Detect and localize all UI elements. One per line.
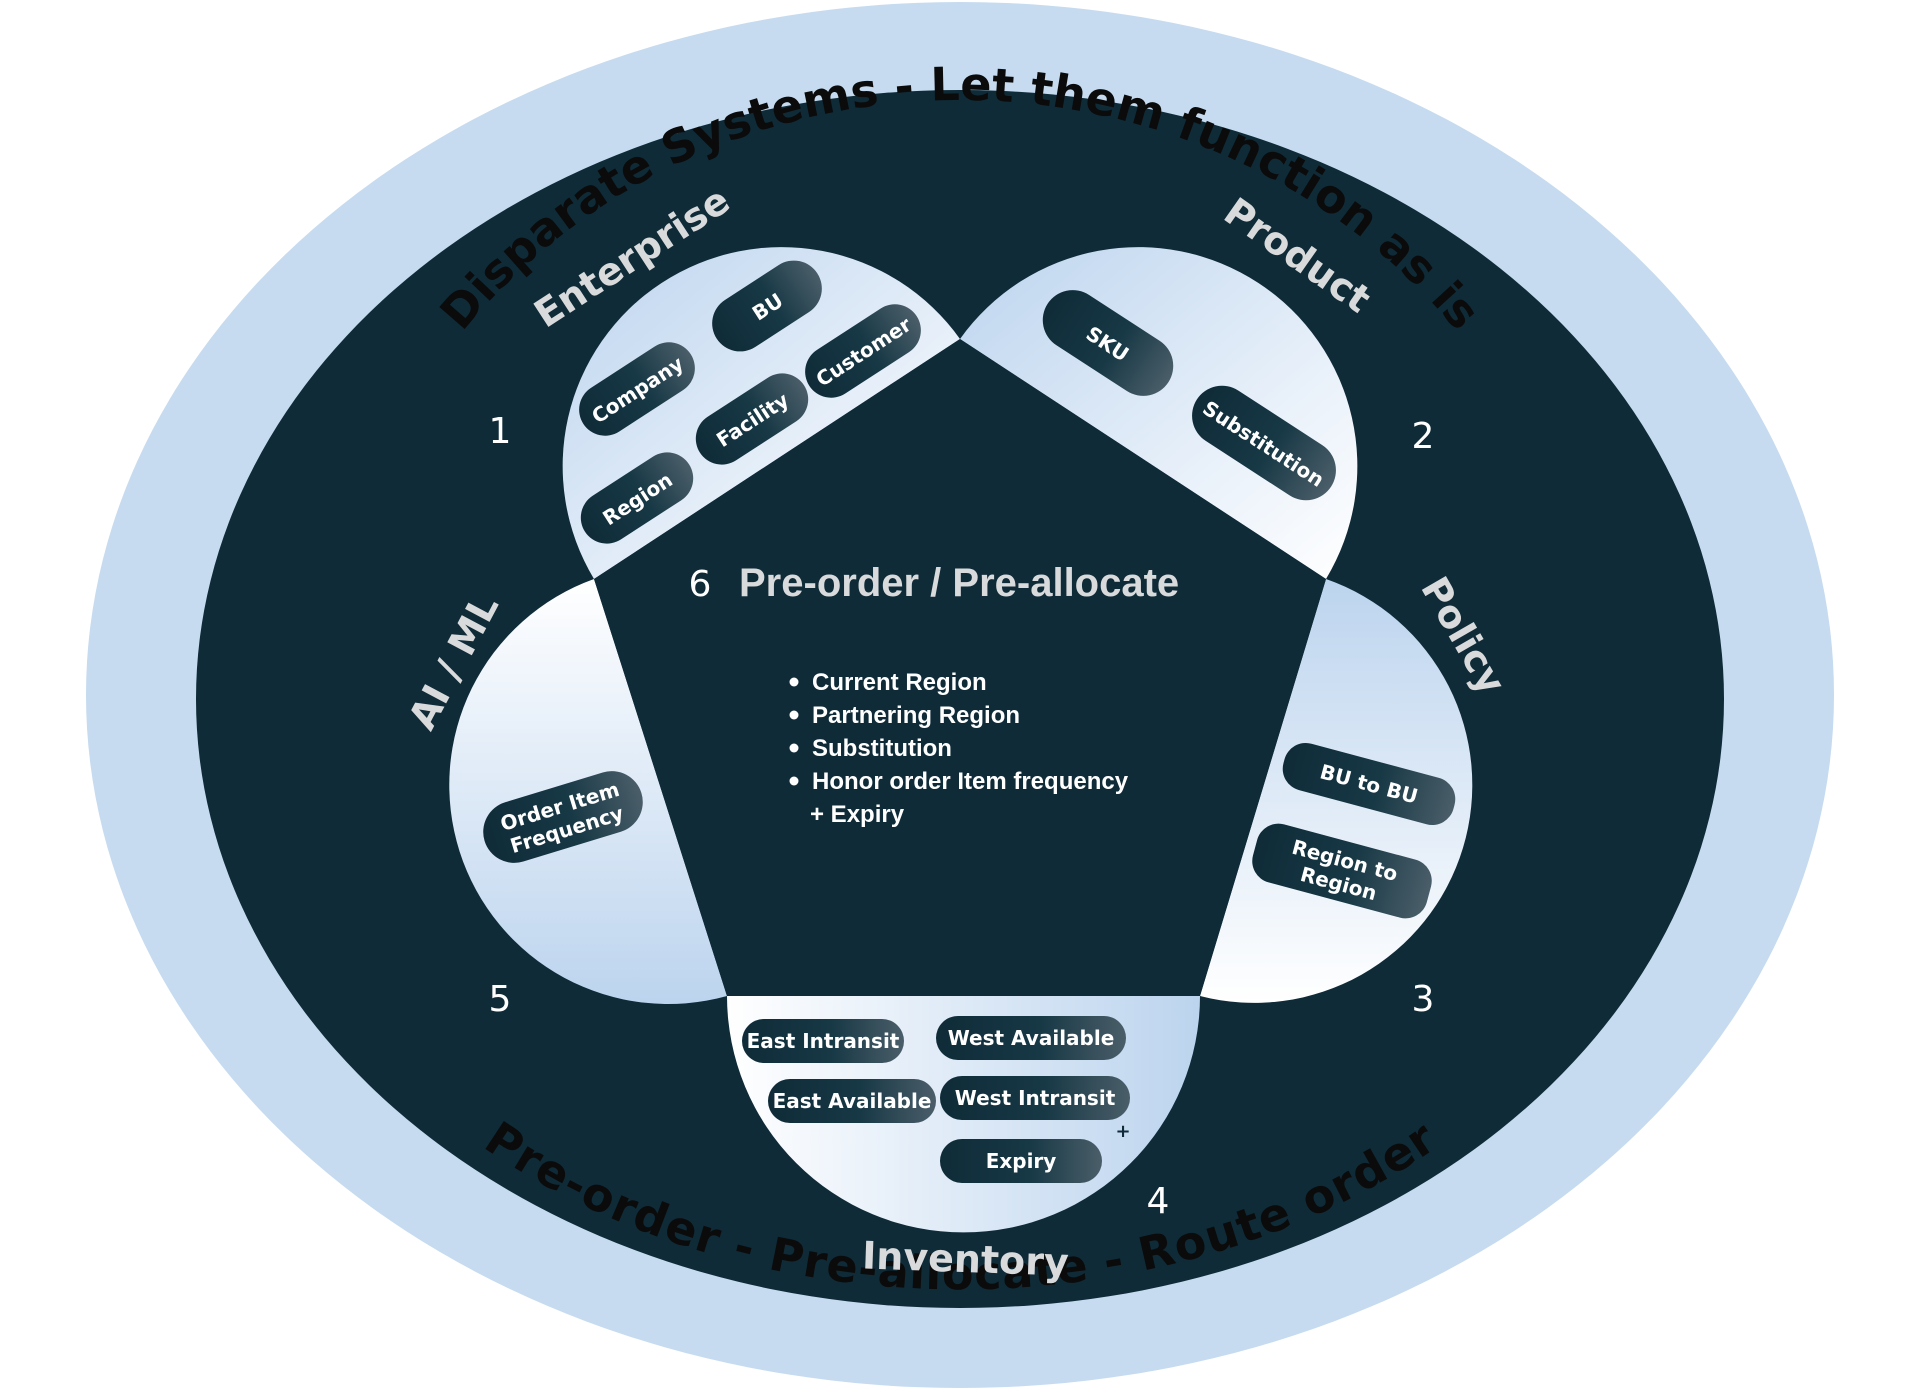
pill-sku: SKU bbox=[1042, 290, 1174, 396]
pill-west-intransit: West Intransit bbox=[940, 1076, 1130, 1120]
svg-text:Expiry: Expiry bbox=[986, 1149, 1057, 1173]
bullet-item: Partnering Region bbox=[812, 702, 1020, 729]
label-inventory: Inventory bbox=[861, 1233, 1069, 1284]
bullet-dot bbox=[789, 743, 799, 753]
bullet-continuation: + Expiry bbox=[810, 801, 905, 828]
pill-west-available: West Available bbox=[936, 1016, 1126, 1060]
bullet-item: Honor order Item frequency bbox=[812, 768, 1129, 795]
bullet-dot bbox=[789, 677, 799, 687]
svg-text:East Intransit: East Intransit bbox=[747, 1029, 900, 1053]
number-3: 3 bbox=[1412, 979, 1435, 1020]
plus-sign: + bbox=[1115, 1121, 1130, 1142]
pill-east-available: East Available bbox=[768, 1079, 936, 1123]
number-6: 6 bbox=[689, 564, 712, 605]
number-5: 5 bbox=[489, 979, 512, 1020]
bullet-item: Current Region bbox=[812, 669, 987, 696]
pill-expiry: Expiry bbox=[940, 1139, 1102, 1183]
svg-text:East Available: East Available bbox=[773, 1089, 932, 1113]
number-2: 2 bbox=[1412, 416, 1435, 457]
center-title: Pre-order / Pre-allocate bbox=[739, 561, 1179, 605]
center-pentagon bbox=[594, 339, 1326, 996]
bullet-dot bbox=[789, 776, 799, 786]
pill-region-to-region: Region to Region bbox=[1252, 823, 1432, 919]
number-4: 4 bbox=[1147, 1181, 1170, 1222]
center-bullet-list: Current Region Partnering Region Substit… bbox=[789, 669, 1129, 828]
svg-text:West Intransit: West Intransit bbox=[955, 1086, 1116, 1110]
bullet-item: Substitution bbox=[812, 735, 952, 762]
bullet-dot bbox=[789, 710, 799, 720]
svg-text:West Available: West Available bbox=[948, 1026, 1115, 1050]
pill-bu: BU bbox=[712, 260, 822, 352]
pill-east-intransit: East Intransit bbox=[742, 1019, 904, 1063]
number-1: 1 bbox=[489, 411, 512, 452]
